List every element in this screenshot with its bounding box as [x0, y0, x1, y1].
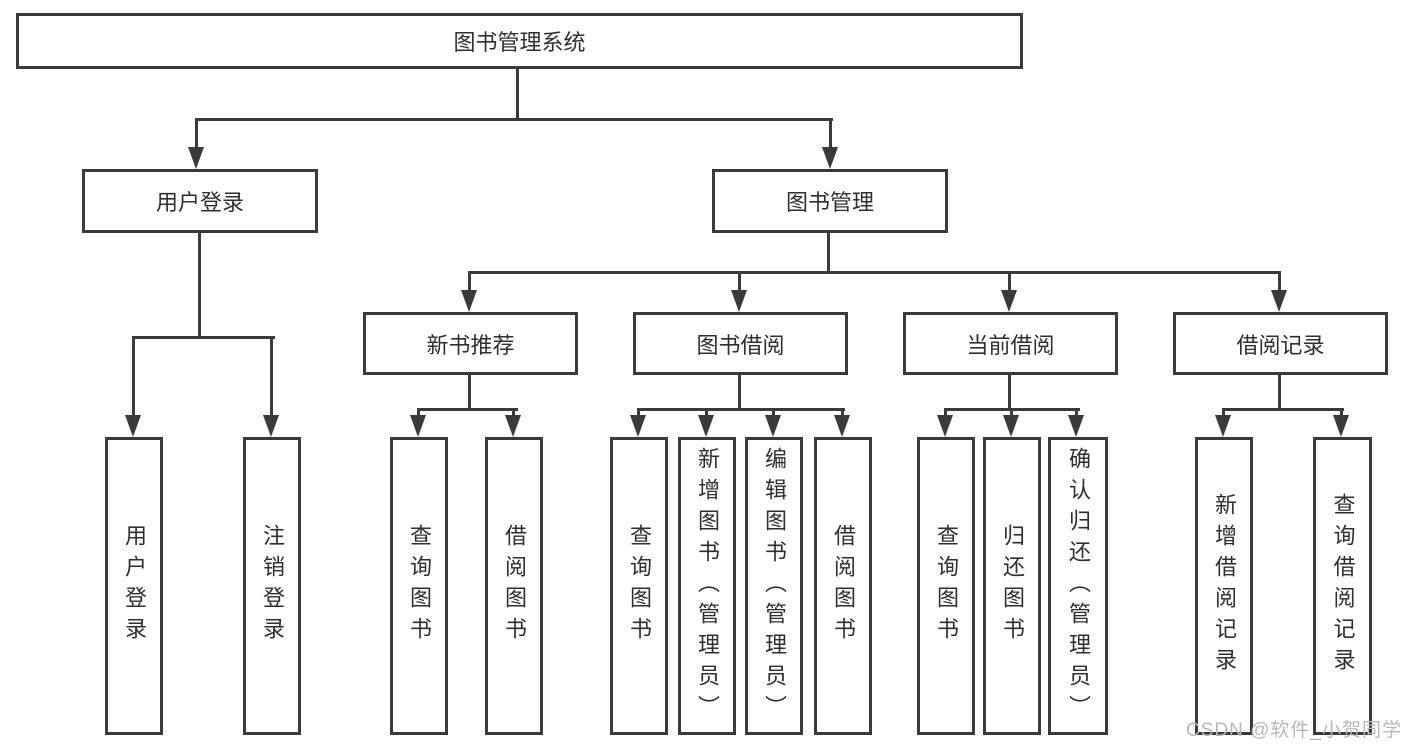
node-borrow-record-label: 借阅记录 [1236, 332, 1325, 358]
node-borrow-record: 借阅记录 [1173, 312, 1388, 375]
arrow-to-book-borrow [731, 271, 747, 312]
leaf-logout: 注销登录 [243, 437, 301, 735]
node-book-borrow: 图书借阅 [633, 312, 848, 375]
leaf-bb-query-books: 查询图书 [610, 437, 668, 735]
leaf-br-query-record-label: 查询借阅记录 [1330, 493, 1356, 679]
connector-user-login-branch [132, 336, 275, 339]
node-current-borrow: 当前借阅 [903, 312, 1118, 375]
arrow-to-leaf-logout [263, 336, 279, 437]
node-book-borrow-label: 图书借阅 [696, 332, 785, 358]
connector-root-stem [516, 68, 519, 121]
node-current-borrow-label: 当前借阅 [966, 332, 1055, 358]
leaf-bb-edit-books: 编辑图书（管理员） [745, 437, 803, 735]
arrow-to-borrow-record [1271, 271, 1287, 312]
node-book-management: 图书管理 [712, 169, 948, 233]
leaf-cb-query-books: 查询图书 [917, 437, 975, 735]
leaf-bb-edit-books-label: 编辑图书（管理员） [762, 446, 787, 726]
connector-current-borrow-stem [1008, 374, 1011, 411]
node-user-login-label: 用户登录 [155, 190, 244, 215]
leaf-bb-query-books-label: 查询图书 [627, 524, 652, 648]
leaf-br-add-record: 新增借阅记录 [1195, 437, 1253, 735]
arrow-to-leaf-bb-query [630, 408, 646, 437]
node-new-book-recommend: 新书推荐 [363, 312, 578, 375]
connector-new-book-recommend-branch [417, 408, 518, 411]
leaf-nbr-borrow-books: 借阅图书 [485, 437, 543, 735]
arrow-to-book-management [822, 118, 838, 169]
leaf-bb-borrow-books: 借阅图书 [814, 437, 872, 735]
arrow-to-leaf-user-login [125, 336, 141, 437]
arrow-to-user-login [188, 118, 204, 169]
leaf-user-login-label: 用户登录 [122, 524, 147, 648]
leaf-bb-add-books-label: 新增图书（管理员） [695, 446, 720, 726]
arrow-to-current-borrow [1001, 271, 1017, 312]
node-root-label: 图书管理系统 [453, 30, 586, 55]
arrow-to-leaf-bb-borrow [834, 408, 850, 437]
arrow-to-leaf-nbr-query [410, 408, 426, 437]
connector-user-login-stem [198, 232, 201, 339]
connector-book-management-stem [827, 232, 830, 274]
connector-book-management-branch [468, 271, 1281, 274]
arrow-to-leaf-cb-return [1003, 408, 1019, 437]
leaf-user-login: 用户登录 [105, 437, 163, 735]
leaf-logout-label: 注销登录 [260, 524, 285, 648]
connector-borrow-record-branch [1222, 408, 1344, 411]
node-book-management-label: 图书管理 [785, 190, 874, 215]
arrow-to-leaf-bb-edit [765, 408, 781, 437]
leaf-bb-add-books: 新增图书（管理员） [678, 437, 736, 735]
arrow-to-leaf-cb-confirm [1068, 408, 1084, 437]
leaf-bb-borrow-books-label: 借阅图书 [831, 524, 856, 648]
arrow-to-leaf-cb-query [937, 408, 953, 437]
node-root: 图书管理系统 [16, 13, 1023, 69]
leaf-cb-return-books-label: 归还图书 [1000, 524, 1025, 648]
node-user-login: 用户登录 [82, 169, 318, 233]
connector-book-borrow-stem [738, 374, 741, 411]
node-new-book-recommend-label: 新书推荐 [426, 332, 515, 358]
connector-book-borrow-branch [637, 408, 845, 411]
leaf-br-query-record: 查询借阅记录 [1313, 437, 1372, 735]
csdn-watermark: CSDN @软件_小贺同学 [1186, 720, 1402, 741]
connector-new-book-recommend-stem [468, 374, 471, 411]
leaf-cb-confirm-return-label: 确认归还（管理员） [1066, 446, 1091, 726]
connector-root-branch [196, 118, 833, 121]
leaf-br-add-record-label: 新增借阅记录 [1212, 493, 1237, 679]
arrow-to-leaf-nbr-borrow [505, 408, 521, 437]
leaf-cb-confirm-return: 确认归还（管理员） [1048, 437, 1108, 735]
connector-borrow-record-stem [1278, 374, 1281, 411]
arrow-to-leaf-br-query [1333, 408, 1349, 437]
leaf-nbr-query-books-label: 查询图书 [407, 524, 432, 648]
leaf-cb-return-books: 归还图书 [983, 437, 1041, 735]
arrow-to-new-book-recommend [461, 271, 477, 312]
arrow-to-leaf-bb-add [698, 408, 714, 437]
leaf-nbr-query-books: 查询图书 [390, 437, 448, 735]
arrow-to-leaf-br-add [1215, 408, 1231, 437]
leaf-nbr-borrow-books-label: 借阅图书 [502, 524, 527, 648]
leaf-cb-query-books-label: 查询图书 [934, 524, 959, 648]
